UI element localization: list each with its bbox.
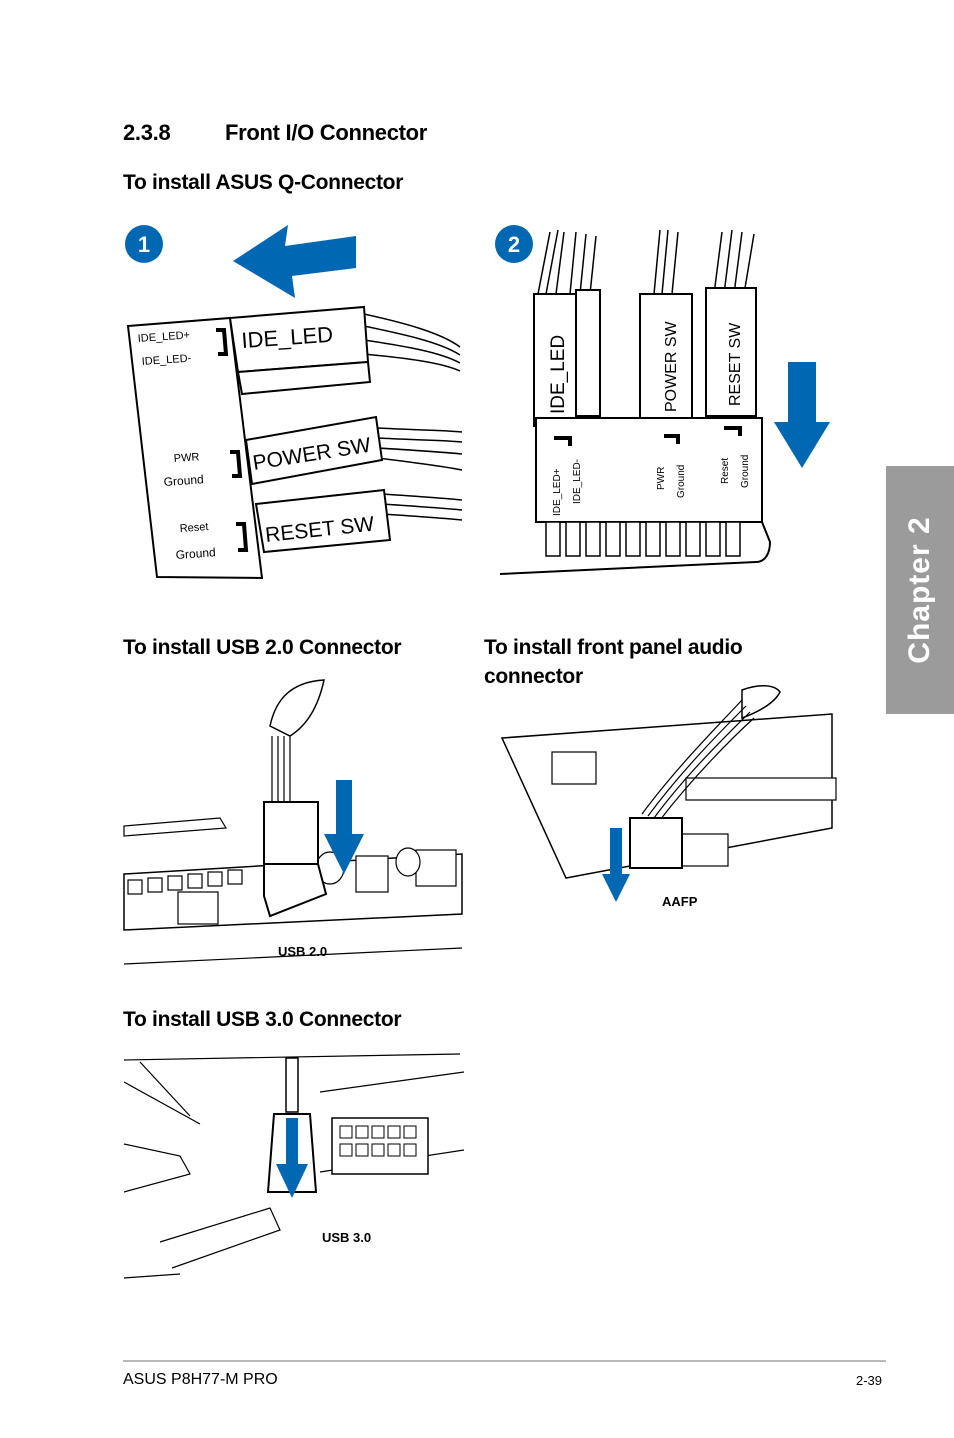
- usb2-caption: USB 2.0: [278, 944, 327, 959]
- section-number: 2.3.8: [123, 120, 171, 145]
- step-1-badge: [125, 225, 163, 263]
- usb2-illustration: USB 2.0: [123, 679, 463, 965]
- aafp-caption: AAFP: [662, 894, 698, 909]
- q-connector-step1-illustration: 1 IDE_LED+ IDE_LED- IDE_LED PWR Ground P…: [125, 225, 463, 580]
- label-power-sw-v: POWER SW: [663, 320, 680, 412]
- usb3-caption: USB 3.0: [322, 1230, 371, 1245]
- label-ground: Ground: [163, 472, 204, 489]
- step-2-number: 2: [508, 232, 520, 257]
- down-arrow-icon: [276, 1118, 308, 1198]
- chapter-tab-label: Chapter 2: [903, 516, 936, 664]
- label-reset-v: Reset: [720, 458, 731, 484]
- label-ground-2: Ground: [175, 545, 216, 562]
- label-pwr: PWR: [173, 451, 199, 465]
- label-pwr-v: PWR: [656, 467, 667, 490]
- heading-usb3: To install USB 3.0 Connector: [123, 1008, 402, 1031]
- label-ide-led-v: IDE_LED: [548, 335, 569, 414]
- aafp-illustration: AAFP: [500, 685, 837, 909]
- heading-audio: To install front panel audio connector: [484, 636, 743, 688]
- down-arrow-icon: [602, 828, 630, 902]
- down-arrow-icon: [774, 362, 830, 468]
- label-ide-led-plus-v: IDE_LED+: [552, 468, 563, 516]
- label-ground-v2: Ground: [740, 455, 751, 488]
- heading-usb2: To install USB 2.0 Connector: [123, 636, 402, 659]
- label-ide-led-minus: IDE_LED-: [141, 353, 192, 368]
- heading-q-connector: To install ASUS Q-Connector: [123, 171, 404, 194]
- label-ide-led-plus: IDE_LED+: [137, 329, 190, 345]
- label-ide-led-minus-v: IDE_LED-: [572, 459, 583, 504]
- q-connector-step2-illustration: 2 IDE_LED POWER SW RESET SW IDE_LED+ IDE…: [495, 225, 830, 575]
- footer-rule: [123, 1360, 886, 1362]
- footer-model: ASUS P8H77-M PRO: [123, 1371, 278, 1388]
- label-reset-sw-v: RESET SW: [727, 322, 744, 406]
- usb3-illustration: USB 3.0: [123, 1053, 465, 1279]
- label-ground-v: Ground: [676, 465, 687, 498]
- chapter-tab: Chapter 2: [886, 466, 954, 714]
- footer-page-number: 2-39: [856, 1373, 883, 1388]
- section-heading: 2.3.8 Front I/O Connector: [123, 120, 427, 146]
- step-1-number: 1: [138, 232, 150, 257]
- label-reset: Reset: [179, 521, 209, 535]
- left-arrow-icon: [233, 225, 356, 298]
- step-2-badge: [495, 225, 533, 263]
- section-title: Front I/O Connector: [225, 120, 428, 145]
- down-arrow-icon: [324, 780, 364, 874]
